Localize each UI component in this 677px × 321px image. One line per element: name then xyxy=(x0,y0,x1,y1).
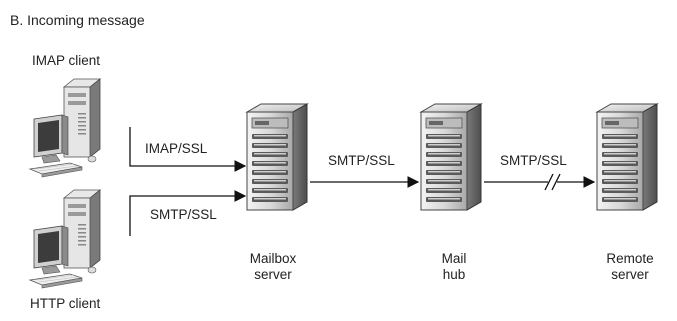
remote-server-label-line1: Remote xyxy=(606,251,653,266)
figure-title: B. Incoming message xyxy=(10,12,145,28)
remote-server-label-line2: server xyxy=(611,267,649,282)
hub-to-remote-label: SMTP/SSL xyxy=(500,153,567,168)
mailbox-server-label-line2: server xyxy=(254,267,292,282)
mailbox-to-hub-label: SMTP/SSL xyxy=(328,153,395,168)
mail-hub-label-line2: hub xyxy=(443,267,466,282)
link-break-mark xyxy=(544,173,561,191)
http-client-label: HTTP client xyxy=(30,296,101,311)
mailbox-server-icon xyxy=(246,103,308,211)
imap-to-mailbox-arrow xyxy=(129,127,247,172)
imap-client-label: IMAP client xyxy=(32,53,100,68)
mail-hub-label-line1: Mail xyxy=(442,251,467,266)
http-to-mailbox-label: SMTP/SSL xyxy=(150,207,217,222)
remote-server-icon xyxy=(596,103,658,211)
mailbox-server-label-line1: Mailbox xyxy=(250,251,297,266)
http-client-workstation-icon xyxy=(29,189,101,289)
imap-client-workstation-icon xyxy=(29,78,101,178)
http-to-mailbox-arrow xyxy=(129,190,247,236)
imap-to-mailbox-label: IMAP/SSL xyxy=(145,141,208,156)
mail-hub-icon xyxy=(420,103,482,211)
